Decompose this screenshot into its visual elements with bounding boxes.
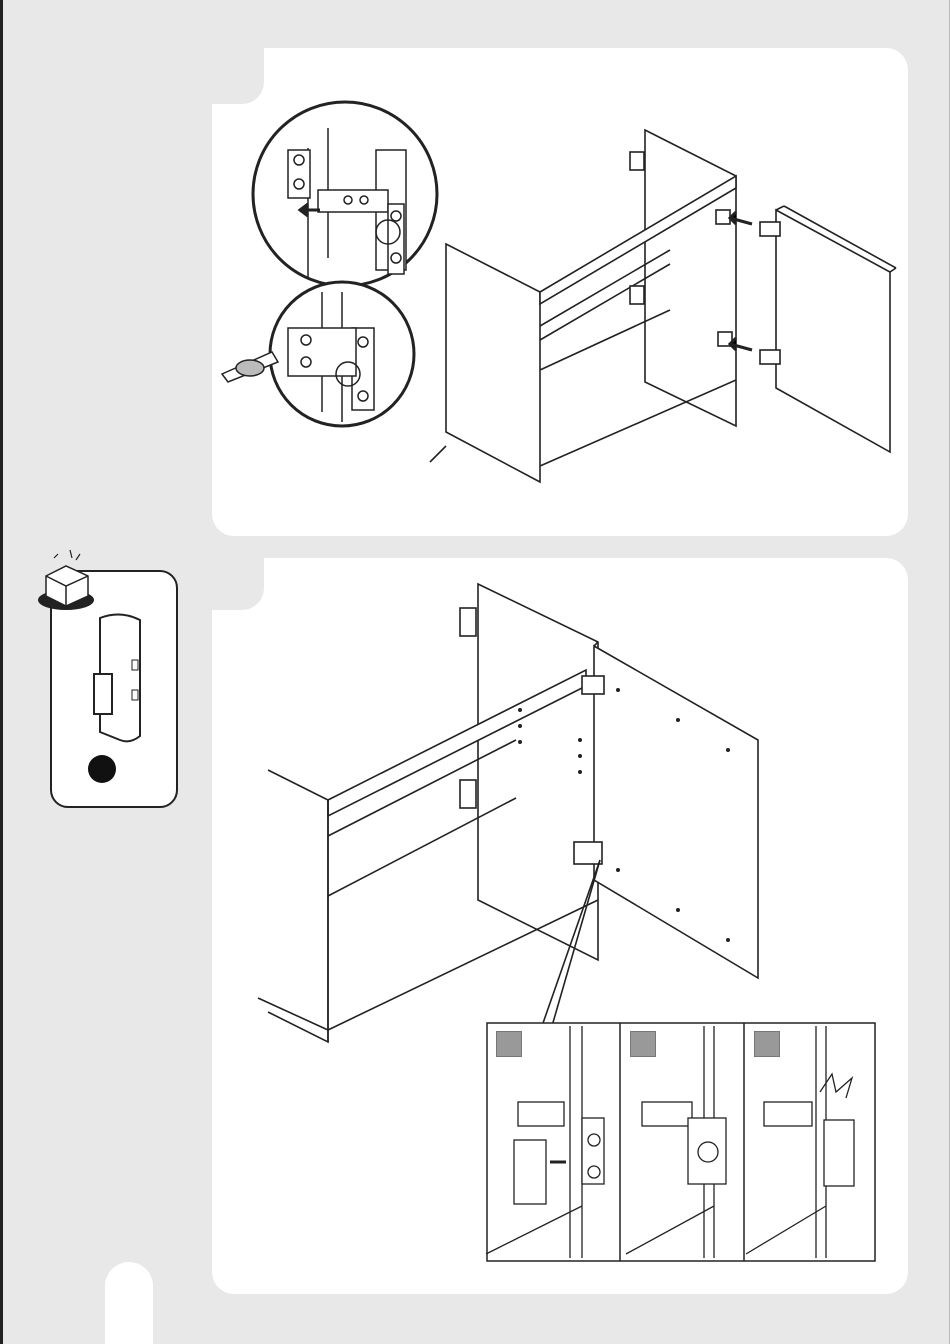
step-1-cabinet-drawing [430,126,900,466]
substep-2-label [631,1032,655,1056]
step-2-detail-strip [486,1022,876,1262]
substep-1-label [497,1032,521,1056]
substep-3-marker [754,1031,780,1057]
step-2-cabinet-drawing [258,580,768,1040]
step-1-tab-notch [212,48,264,104]
step-1-detail-circle-top [248,98,442,292]
page-number-tab [105,1262,153,1344]
step-1-detail-circle-bottom [222,282,422,432]
substep-3-label [755,1032,779,1056]
quantity-marker [88,755,116,783]
substep-1-marker [496,1031,522,1057]
hinge-cover-part [90,610,150,750]
step-2-tab-notch [212,558,264,610]
substep-2-marker [630,1031,656,1057]
open-box-icon [36,546,100,612]
